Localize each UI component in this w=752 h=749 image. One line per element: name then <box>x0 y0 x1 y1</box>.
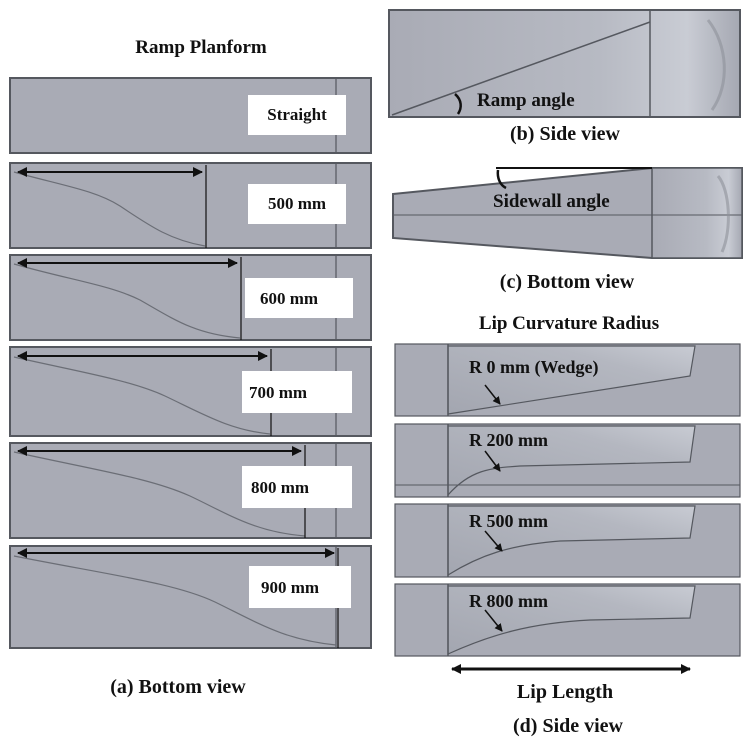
side-view-diagram: Ramp angle <box>388 9 741 118</box>
caption-a: (a) Bottom view <box>110 676 246 698</box>
ramp-angle-label: Ramp angle <box>477 90 575 111</box>
lip-panel-r200: R 200 mm <box>394 423 741 498</box>
caption-b: (b) Side view <box>510 123 621 145</box>
caption-d: (d) Side view <box>513 715 624 737</box>
panel-label-900mm: 900 mm <box>261 578 319 597</box>
caption-c: (c) Bottom view <box>500 271 635 293</box>
sidewall-angle-label: Sidewall angle <box>493 191 610 212</box>
lip-label-r0: R 0 mm (Wedge) <box>469 357 598 378</box>
lip-panel-r500: R 500 mm <box>394 503 741 578</box>
panel-label-700mm: 700 mm <box>249 383 307 402</box>
lip-panel-r800: R 800 mm <box>394 583 741 657</box>
lip-panel-r0: R 0 mm (Wedge) <box>394 343 741 417</box>
bottom-view-diagram: Sidewall angle <box>392 167 743 259</box>
panel-label-500mm: 500 mm <box>268 194 326 213</box>
ramp-planform-title: Ramp Planform <box>135 37 267 58</box>
lip-label-r200: R 200 mm <box>469 430 548 450</box>
sidewall-angle-arc <box>496 169 507 190</box>
panel-label-600mm: 600 mm <box>260 289 318 308</box>
lip-label-r500: R 500 mm <box>469 511 548 531</box>
planform-panel-500mm: 500 mm <box>9 162 372 249</box>
planform-panel-700mm: 700 mm <box>9 346 372 437</box>
ramp-angle-arc <box>454 93 462 115</box>
lip-label-r800: R 800 mm <box>469 591 548 611</box>
planform-panel-straight: Straight <box>9 77 372 154</box>
lip-curvature-title: Lip Curvature Radius <box>479 313 659 334</box>
panel-label-straight: Straight <box>267 105 327 124</box>
planform-panel-900mm: 900 mm <box>9 545 372 649</box>
planform-panel-800mm: 800 mm <box>9 442 372 539</box>
planform-panel-600mm: 600 mm <box>9 254 372 341</box>
lip-length-label: Lip Length <box>517 681 613 703</box>
panel-label-800mm: 800 mm <box>251 478 309 497</box>
